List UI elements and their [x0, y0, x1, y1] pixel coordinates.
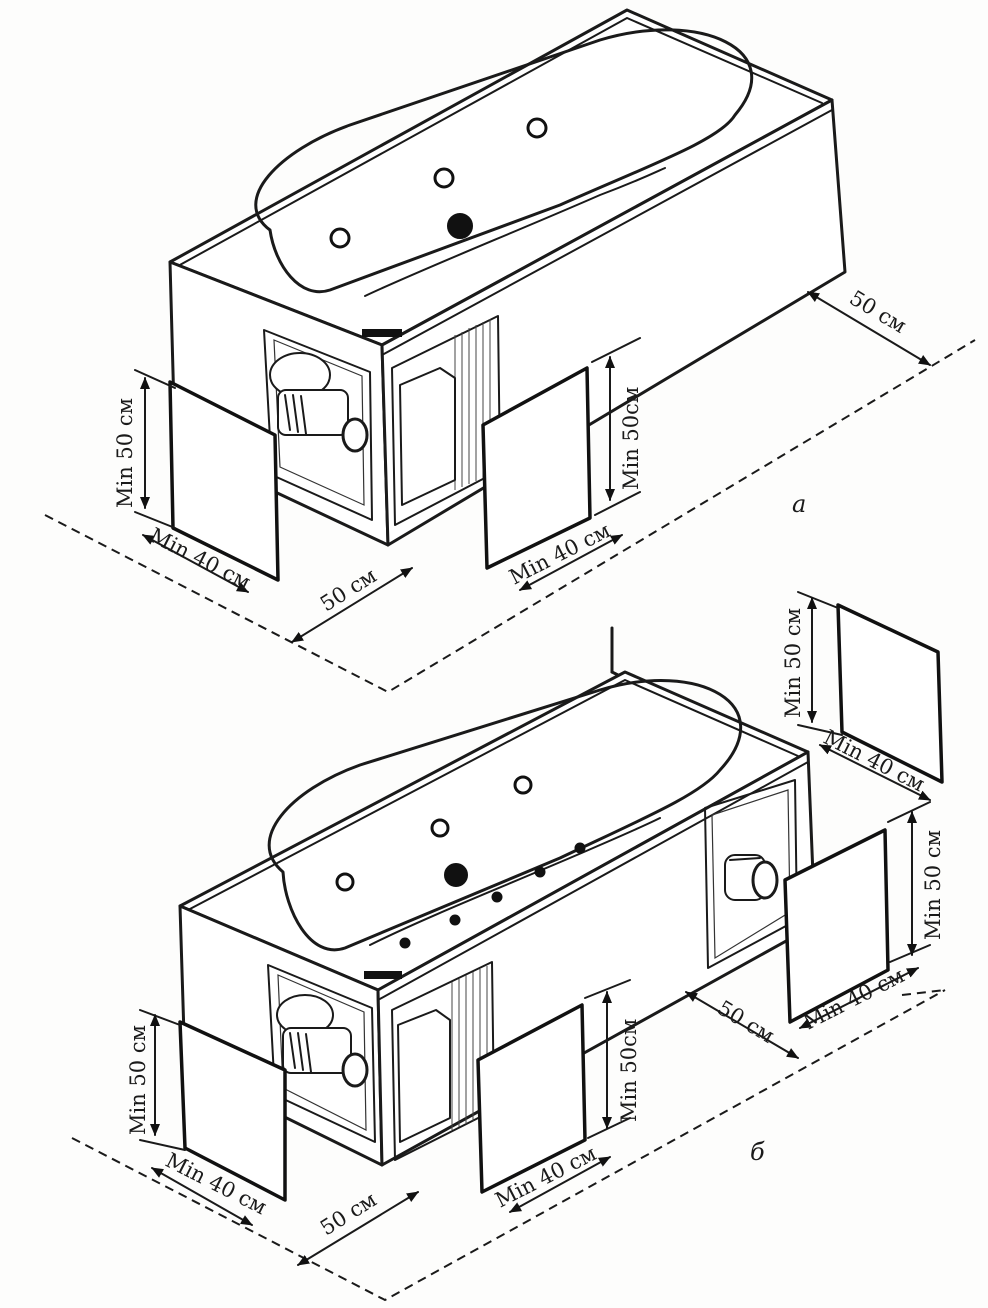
access-panel-b-left — [178, 1020, 287, 1202]
dim-b-end-gap: 50 см — [713, 996, 778, 1048]
drain-icon — [444, 863, 468, 887]
dim-b-front-gap: 50 см — [316, 1187, 381, 1240]
access-panel-b-middle — [476, 1003, 587, 1194]
jet-icon — [430, 818, 450, 838]
dim-a-right-height: Min 50см — [619, 387, 643, 490]
overflow-icon — [364, 971, 402, 979]
jet-icon — [433, 167, 455, 189]
figure-b: Min 50 см Min 40 см 50 см Min 50см Min 4… — [71, 591, 946, 1302]
overflow-icon — [362, 329, 402, 337]
figure-a: Min 50 см Min 40 см 50 см Min 50см Min 4… — [44, 8, 976, 694]
jet-icon — [513, 775, 533, 795]
dim-b-end-height: Min 50 см — [921, 830, 945, 940]
jet-icon — [329, 227, 351, 249]
motor-b-end — [724, 854, 779, 901]
motor-b-front — [276, 994, 369, 1088]
figure-b-label: б — [750, 1138, 765, 1166]
drain-icon — [447, 213, 473, 239]
dim-b-top-height: Min 50 см — [781, 608, 805, 718]
dim-b-left-height: Min 50 см — [126, 1025, 150, 1135]
air-jet-icon — [534, 866, 546, 878]
access-panel-a-right — [481, 366, 592, 570]
air-jet-icon — [491, 891, 503, 903]
dim-a-back-gap: 50 см — [845, 286, 910, 338]
access-panel-b-top — [836, 603, 944, 784]
air-jet-icon — [574, 842, 586, 854]
air-jet-icon — [399, 937, 411, 949]
dim-b-middle-height: Min 50см — [617, 1019, 641, 1122]
air-jet-icon — [449, 914, 461, 926]
dim-a-left-height: Min 50 см — [113, 398, 137, 508]
jet-icon — [335, 872, 355, 892]
motor-a — [269, 352, 369, 453]
access-panel-a-left — [168, 380, 280, 582]
jet-icon — [526, 117, 548, 139]
figure-a-label: а — [792, 490, 806, 518]
